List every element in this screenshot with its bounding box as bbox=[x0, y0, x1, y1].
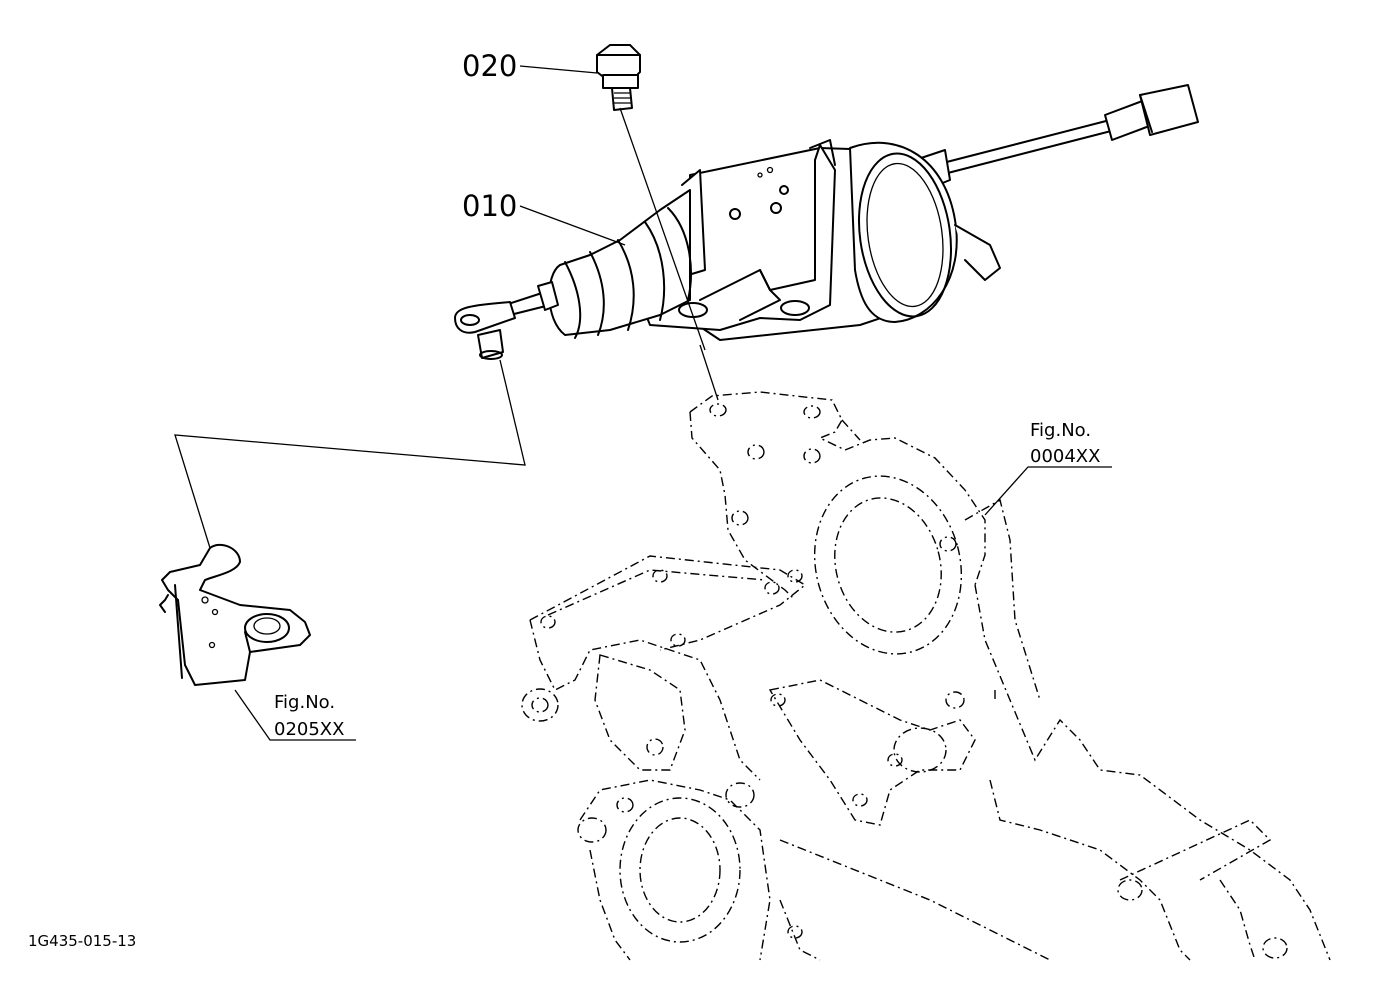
assembly-lines bbox=[174, 107, 719, 549]
bolt bbox=[596, 44, 641, 111]
callout-010[interactable]: 010 bbox=[462, 189, 517, 223]
callout-020[interactable]: 020 bbox=[462, 49, 517, 83]
fig-ref-label-0004xx: Fig.No. bbox=[1030, 420, 1091, 441]
diagram-id: 1G435-015-13 bbox=[28, 932, 136, 950]
fig-ref-label-0205xx: Fig.No. bbox=[274, 692, 335, 713]
fig-ref-code-0205xx[interactable]: 0205XX bbox=[274, 719, 344, 740]
fig-ref-code-0004xx[interactable]: 0004XX bbox=[1030, 446, 1100, 467]
governor-lever bbox=[159, 543, 311, 686]
gear-case-housing bbox=[521, 391, 1331, 961]
leader-lines bbox=[234, 65, 1112, 741]
stop-solenoid bbox=[454, 84, 1199, 360]
